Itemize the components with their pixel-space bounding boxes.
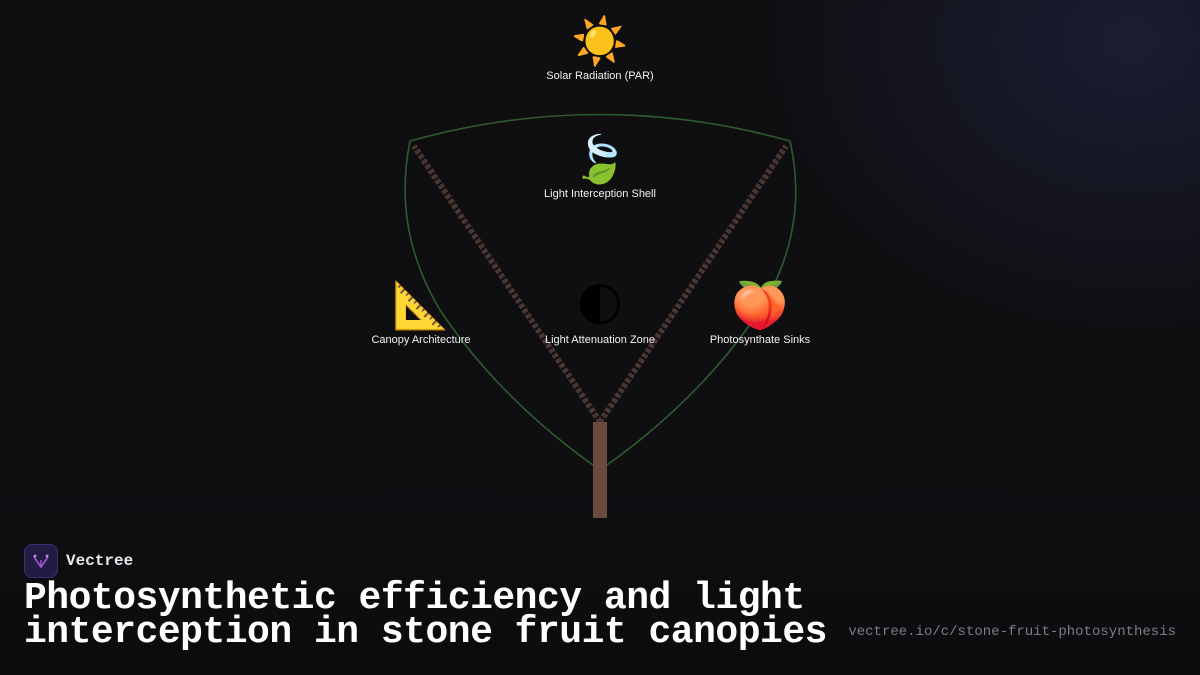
vectree-logo-icon [24, 544, 58, 578]
node-light-interception-shell: 🍃 Light Interception Shell [500, 132, 700, 200]
node-label: Canopy Architecture [371, 334, 471, 346]
node-canopy-architecture: 📐 Canopy Architecture [321, 278, 521, 346]
node-light-attenuation-zone: 🌓 Light Attenuation Zone [500, 278, 700, 346]
triangular-ruler-icon: 📐 [392, 278, 450, 332]
node-label: Light Attenuation Zone [544, 334, 656, 346]
brand: Vectree [24, 544, 133, 578]
half-moon-icon: 🌓 [576, 278, 624, 332]
branch-right [597, 144, 789, 424]
canopy-outline [404, 113, 797, 471]
sun-icon: ☀️ [571, 14, 629, 68]
source-url: vectree.io/c/stone-fruit-photosynthesis [848, 624, 1176, 640]
trunk [593, 422, 607, 518]
node-label: Light Interception Shell [544, 188, 656, 200]
peach-icon: 🍑 [731, 278, 789, 332]
leaf-icon: 🍃 [571, 132, 629, 186]
node-photosynthate-sinks: 🍑 Photosynthate Sinks [660, 278, 860, 346]
node-solar-radiation: ☀️ Solar Radiation (PAR) [500, 14, 700, 82]
page-title: Photosynthetic efficiency and light inte… [24, 577, 827, 654]
branch-left [411, 144, 603, 424]
node-label: Photosynthate Sinks [709, 334, 811, 346]
node-label: Solar Radiation (PAR) [546, 70, 654, 82]
brand-name: Vectree [66, 552, 134, 570]
